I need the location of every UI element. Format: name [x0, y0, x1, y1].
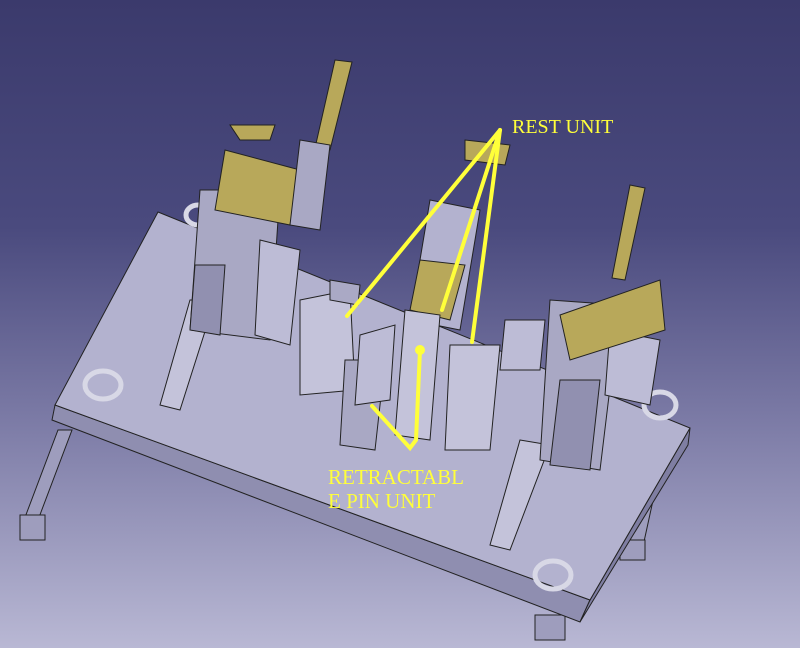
right-clamp-unit: [489, 184, 666, 551]
annotation-leader-lines: [345, 128, 502, 452]
center-units: [299, 139, 511, 451]
rest-unit-label: REST UNIT: [512, 116, 614, 138]
retractable-pin-label-line1: RETRACTABL: [328, 465, 464, 489]
retractable-pin-label-line2: E PIN UNIT: [328, 489, 436, 513]
left-clamp-unit: [159, 59, 353, 411]
